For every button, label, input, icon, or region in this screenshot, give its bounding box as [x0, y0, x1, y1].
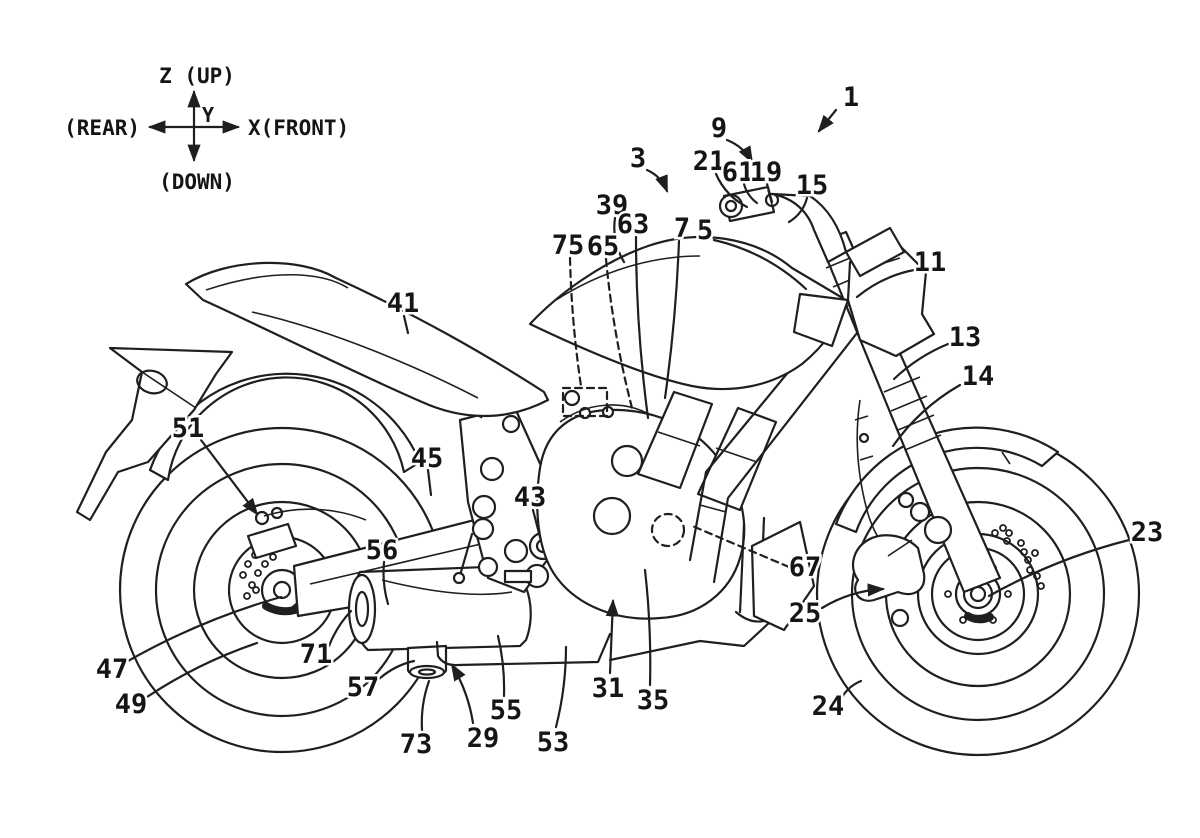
crankcase — [536, 408, 746, 620]
leader-24 — [840, 679, 863, 699]
ref-label-7: 7 — [674, 213, 690, 244]
ref-label-53: 53 — [537, 727, 570, 758]
handlebar — [718, 185, 848, 264]
ref-label-61: 61 — [722, 157, 755, 188]
exhaust-downpipes — [734, 516, 816, 632]
frame-plate — [452, 404, 558, 594]
leader-63 — [634, 235, 650, 420]
ref-label-45: 45 — [411, 443, 444, 474]
ref-label-24: 24 — [812, 691, 845, 722]
ref-label-35: 35 — [637, 685, 670, 716]
ref-label-49: 49 — [115, 689, 148, 720]
cylinder-front — [636, 390, 714, 490]
leader-67 — [688, 523, 791, 569]
leader-15 — [787, 196, 809, 224]
axis-label-x-front: X(FRONT) — [248, 116, 349, 140]
bar-end — [718, 193, 744, 219]
axis-label-y: Y — [202, 103, 214, 127]
rear-mudguard — [75, 346, 234, 522]
ref-label-67: 67 — [789, 552, 822, 583]
rear-hugger-fender — [148, 372, 422, 482]
ref-label-29: 29 — [467, 723, 500, 754]
instrument-plate — [844, 226, 906, 278]
axis-label-rear: (REAR) — [64, 116, 140, 140]
leader-31 — [605, 598, 619, 675]
ref-label-57: 57 — [347, 672, 380, 703]
leader-29 — [450, 663, 475, 725]
ref-label-11: 11 — [914, 247, 947, 278]
ref-label-71: 71 — [300, 639, 333, 670]
hidden-shaft — [650, 512, 686, 548]
leader-11 — [855, 268, 916, 299]
ref-label-73: 73 — [400, 729, 433, 760]
ref-label-25: 25 — [789, 598, 822, 629]
leader-14 — [891, 383, 962, 448]
leader-61 — [742, 182, 759, 205]
leader-75 — [568, 256, 583, 388]
ref-label-5: 5 — [697, 215, 713, 246]
leader-35 — [643, 568, 652, 687]
ref-label-63: 63 — [617, 209, 650, 240]
engine — [536, 389, 778, 620]
ref-label-15: 15 — [796, 170, 829, 201]
rear-brake-caliper — [246, 522, 298, 560]
leader-65 — [604, 257, 634, 410]
ref-label-14: 14 — [962, 361, 995, 392]
leader-53 — [554, 645, 568, 729]
ref-label-51: 51 — [172, 413, 205, 444]
leader-57 — [377, 659, 416, 681]
leader-7 — [663, 239, 681, 400]
ref-label-56: 56 — [366, 535, 399, 566]
leader-25 — [820, 583, 886, 610]
ref-label-75: 75 — [552, 230, 585, 261]
seat-tail — [184, 261, 550, 418]
leader-41 — [402, 314, 410, 335]
leader-71 — [327, 609, 353, 648]
leader-56 — [382, 560, 390, 606]
ref-label-39: 39 — [596, 190, 629, 221]
ref-label-41: 41 — [387, 288, 420, 319]
leader-19 — [765, 182, 774, 204]
ref-label-3: 3 — [630, 143, 646, 174]
mudguard-hole — [136, 369, 168, 395]
leader-5 — [712, 238, 808, 291]
ref-label-9: 9 — [711, 113, 727, 144]
leader-23 — [987, 538, 1131, 598]
front-fender — [834, 426, 1060, 534]
leader-51 — [199, 438, 259, 516]
leader-3 — [645, 168, 669, 194]
leader-73 — [420, 679, 431, 732]
axis-compass: Z (UP) (DOWN) (REAR) X(FRONT) Y — [64, 64, 349, 194]
ref-label-23: 23 — [1131, 517, 1164, 548]
leader-47 — [126, 595, 283, 663]
steering-head — [792, 292, 850, 348]
leader-13 — [892, 342, 950, 381]
front-disc-holes — [991, 524, 1045, 590]
leader-45 — [426, 468, 433, 497]
ref-label-31: 31 — [592, 673, 625, 704]
muffler-outlet — [347, 573, 377, 645]
ref-label-47: 47 — [96, 654, 129, 685]
leader-55 — [496, 634, 506, 698]
ref-label-43: 43 — [514, 482, 547, 513]
leader-21 — [714, 172, 749, 209]
ref-label-19: 19 — [750, 157, 783, 188]
leader-49 — [145, 641, 259, 699]
ref-label-65: 65 — [587, 231, 620, 262]
hub-mark — [964, 612, 994, 624]
muffler — [347, 564, 532, 680]
leader-1 — [817, 108, 838, 133]
leader-9 — [725, 138, 754, 164]
leader-39 — [613, 216, 626, 264]
ref-label-1: 1 — [843, 82, 859, 113]
ref-label-55: 55 — [490, 695, 523, 726]
leader-43 — [531, 508, 543, 543]
axis-label-z-up: Z (UP) — [159, 64, 235, 88]
brake-pedal — [459, 532, 474, 574]
axis-label-down: (DOWN) — [159, 170, 235, 194]
ref-label-21: 21 — [693, 146, 726, 177]
ref-label-13: 13 — [949, 322, 982, 353]
